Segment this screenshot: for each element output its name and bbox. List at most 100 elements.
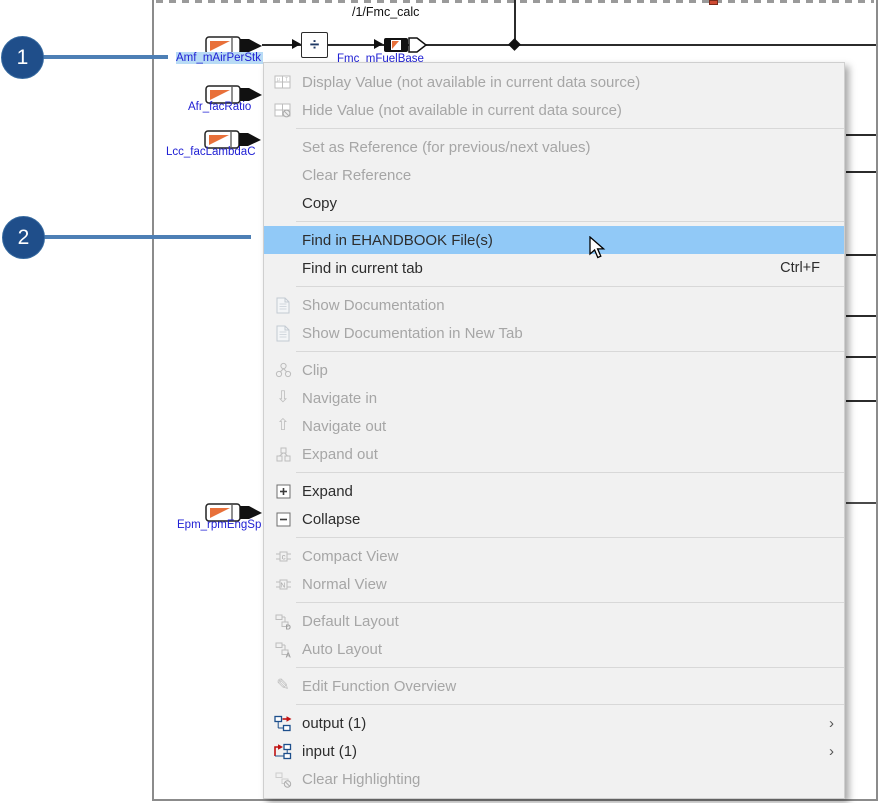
inport-icon (205, 85, 262, 104)
inport-label-lcc[interactable]: Lcc_facLambdaC (166, 146, 256, 158)
menu-separator (296, 667, 844, 668)
navigate-in-icon: ⇩ (276, 389, 290, 406)
menu-item-label: Expand (302, 482, 353, 500)
menu-item-label: Clear Highlighting (302, 770, 421, 788)
menu-item-normal-view: N Normal View (264, 570, 844, 598)
menu-item-navigate-out: ⇧ Navigate out (264, 412, 844, 440)
menu-item-clear-reference: Clear Reference (264, 161, 844, 189)
document-icon (270, 297, 296, 314)
callout-1-number: 1 (16, 45, 29, 69)
callout-2-badge: 2 (2, 216, 45, 259)
background-wire (846, 171, 876, 173)
menu-separator (296, 472, 844, 473)
inport-label-afr[interactable]: Afr_facRatio (188, 101, 252, 113)
signal-wire-main (262, 44, 876, 46)
menu-item-label: Default Layout (302, 612, 399, 630)
compact-view-icon: c (270, 548, 296, 565)
menu-item-label: Clear Reference (302, 166, 412, 184)
hide-value-icon (270, 102, 296, 118)
menu-item-edit-function-overview: ✎ Edit Function Overview (264, 672, 844, 700)
collapse-icon (270, 512, 296, 527)
menu-item-compact-view: c Compact View (264, 542, 844, 570)
menu-item-hide-value-not-available: Hide Value (not available in current dat… (264, 96, 844, 124)
inport-icon (204, 130, 261, 149)
menu-item-shortcut: Ctrl+F (780, 260, 820, 276)
menu-separator (296, 704, 844, 705)
edit-icon: ✎ (276, 677, 290, 694)
menu-item-clear-highlighting: Clear Highlighting (264, 765, 844, 793)
background-wire (846, 502, 876, 504)
auto-layout-icon: A (270, 641, 296, 658)
menu-item-label: Collapse (302, 510, 361, 528)
inport-icon (205, 503, 262, 522)
menu-separator (296, 351, 844, 352)
outport-block[interactable] (383, 36, 428, 59)
submenu-chevron-icon: › (829, 714, 834, 732)
menu-item-label: Show Documentation in New Tab (302, 324, 523, 342)
menu-item-label: Copy (302, 194, 338, 212)
wire-arrowhead (374, 39, 383, 49)
menu-item-show-documentation: Show Documentation (264, 291, 844, 319)
menu-item-clip: Clip (264, 356, 844, 384)
menu-separator (296, 221, 844, 222)
menu-item-expand-out: Expand out (264, 440, 844, 468)
inport-label-epm[interactable]: Epm_rpmEngSp (177, 519, 262, 531)
menu-item-copy[interactable]: Copy (264, 189, 844, 217)
default-layout-icon: D (270, 613, 296, 630)
menu-item-show-documentation-in-new: Show Documentation in New Tab (264, 319, 844, 347)
inport-block-afr[interactable] (205, 85, 263, 110)
subsystem-title: /1/Fmc_calc (352, 5, 420, 19)
signal-wire-vertical (514, 0, 516, 45)
wire-arrowhead (292, 39, 301, 49)
clear-highlighting-icon (270, 771, 296, 788)
menu-item-label: output (1) (302, 714, 367, 732)
menu-item-label: Normal View (302, 575, 387, 593)
callout-1-line (40, 55, 168, 59)
menu-item-collapse[interactable]: Collapse (264, 505, 844, 533)
normal-view-icon: N (270, 576, 296, 593)
callout-2-line (41, 235, 251, 239)
input-icon (270, 743, 296, 760)
menu-item-label: Clip (302, 361, 328, 379)
menu-item-find-in-ehandbook-file[interactable]: Find in EHANDBOOK File(s) (264, 226, 844, 254)
mouse-cursor (589, 236, 606, 259)
menu-item-label: Edit Function Overview (302, 677, 457, 695)
navigate-out-icon: ⇧ (276, 417, 290, 434)
menu-item-label: Compact View (302, 547, 399, 565)
background-wire (846, 134, 876, 136)
menu-item-find-in-current-tab[interactable]: Find in current tab Ctrl+F (264, 254, 844, 282)
callout-2-number: 2 (17, 225, 30, 249)
menu-item-label: Hide Value (not available in current dat… (302, 101, 622, 119)
inport-label-amf[interactable]: Amf_mAirPerStk (176, 52, 263, 64)
background-wire (846, 356, 876, 358)
expand-out-icon (270, 446, 296, 463)
svg-text:μ: μ (277, 77, 280, 83)
svg-text:D: D (285, 622, 291, 630)
svg-text:A: A (285, 650, 291, 658)
inport-block-lcc[interactable] (204, 130, 262, 155)
svg-text:T: T (285, 77, 288, 83)
menu-item-label: Navigate in (302, 389, 378, 407)
menu-item-output-1[interactable]: output (1) › (264, 709, 844, 737)
menu-item-navigate-in: ⇩ Navigate in (264, 384, 844, 412)
menu-separator (296, 537, 844, 538)
svg-text:c: c (281, 552, 285, 561)
svg-text:N: N (280, 582, 285, 589)
menu-item-set-as-reference-for: Set as Reference (for previous/next valu… (264, 133, 844, 161)
menu-separator (296, 602, 844, 603)
menu-item-label: Navigate out (302, 417, 387, 435)
menu-item-label: Auto Layout (302, 640, 383, 658)
menu-separator (296, 286, 844, 287)
menu-item-label: Find in current tab (302, 259, 423, 277)
inport-block-epm[interactable] (205, 503, 263, 528)
menu-item-input-1[interactable]: input (1)› (264, 737, 844, 765)
inport-block-amf[interactable] (205, 36, 263, 61)
divide-block[interactable]: ÷ (301, 32, 328, 58)
submenu-chevron-icon: › (829, 742, 834, 760)
background-wire (846, 315, 876, 317)
menu-item-expand[interactable]: Expand (264, 477, 844, 505)
output-icon (270, 715, 296, 732)
menu-item-label: Find in EHANDBOOK File(s) (302, 231, 493, 249)
